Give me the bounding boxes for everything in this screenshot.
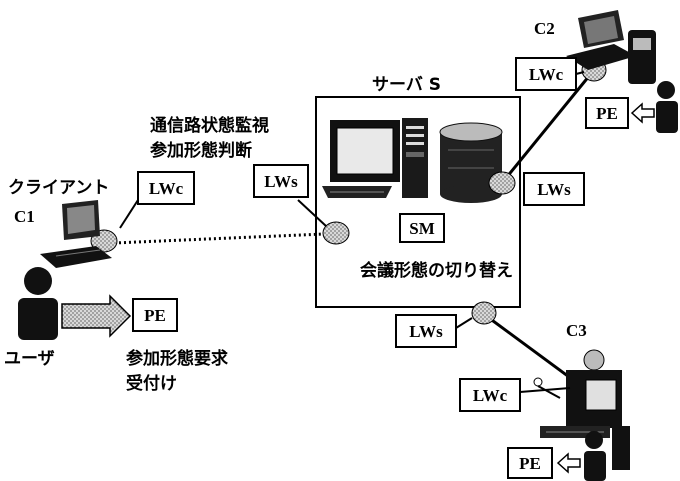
pe-label-c2: PE — [596, 104, 618, 123]
lws-label-right: LWs — [537, 180, 571, 199]
client2-id: C2 — [534, 19, 555, 38]
user-c2-icon — [656, 81, 678, 133]
server-note-line1: 通信路状態監視 — [150, 115, 269, 136]
sm-caption: 会議形態の切り替え — [360, 260, 513, 281]
node-server-left — [323, 222, 349, 244]
node-server-right — [489, 172, 515, 194]
node-server-bottom — [472, 302, 496, 324]
lwc-pointer-c3 — [520, 388, 570, 392]
user-c3-icon — [584, 431, 606, 481]
server-computer-icon — [322, 118, 428, 198]
lwc-pointer-c1 — [120, 200, 138, 228]
lws-label-left: LWs — [264, 172, 298, 191]
pe-label-c3: PE — [519, 454, 541, 473]
server-title: サーバ S — [372, 75, 441, 95]
pe-note-line1: 参加形態要求 — [126, 348, 228, 369]
phone-c2-icon — [628, 30, 656, 84]
user-label: ユーザ — [4, 349, 55, 369]
dotted-link-c1 — [114, 234, 324, 243]
sm-label: SM — [409, 219, 435, 238]
lws-pointer-bottom — [456, 318, 472, 328]
server-note-line2: 参加形態判断 — [150, 140, 252, 161]
lws-label-bottom: LWs — [409, 322, 443, 341]
arrow-c3-icon — [558, 454, 580, 472]
pe-note-line2: 受付け — [126, 373, 177, 394]
client3-id: C3 — [566, 321, 587, 340]
client1-title: クライアント — [8, 178, 109, 198]
request-arrow-icon — [62, 296, 130, 336]
lwc-label-c1: LWc — [149, 179, 184, 198]
arrow-c2-icon — [632, 104, 654, 122]
lws-pointer-left — [298, 200, 326, 226]
lwc-label-c3: LWc — [473, 386, 508, 405]
lwc-label-c2: LWc — [529, 65, 564, 84]
user-icon — [18, 267, 58, 340]
client1-id: C1 — [14, 207, 35, 226]
pe-label-user: PE — [144, 306, 166, 325]
